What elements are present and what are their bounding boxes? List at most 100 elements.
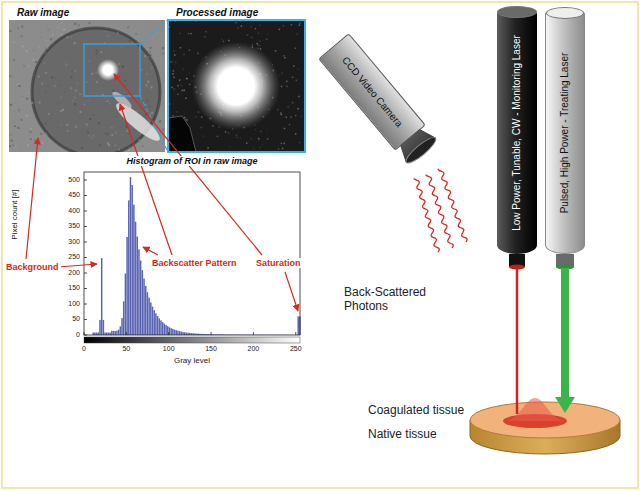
noise-speck: [45, 72, 47, 74]
noise-speck: [290, 116, 292, 118]
noise-speck: [259, 147, 261, 149]
noise-speck: [180, 47, 182, 49]
noise-speck: [71, 20, 73, 22]
noise-speck: [136, 110, 138, 112]
noise-speck: [283, 25, 285, 27]
noise-speck: [115, 116, 117, 118]
noise-speck: [259, 41, 261, 43]
histogram-bar: [174, 330, 176, 335]
noise-speck: [33, 49, 35, 51]
noise-speck: [60, 85, 62, 87]
noise-speck: [50, 38, 52, 40]
noise-speck: [40, 36, 42, 38]
noise-speck: [21, 98, 23, 100]
noise-speck: [281, 73, 283, 75]
noise-speck: [76, 82, 78, 84]
tick-label: 250: [290, 345, 302, 353]
noise-speck: [62, 109, 64, 111]
noise-speck: [151, 67, 153, 69]
noise-speck: [251, 138, 253, 140]
noise-speck: [40, 133, 42, 135]
noise-speck: [35, 42, 37, 44]
noise-speck: [173, 77, 175, 79]
noise-speck: [125, 80, 127, 82]
noise-speck: [295, 133, 297, 135]
tick-mark: [84, 304, 87, 305]
histogram-bar: [160, 320, 162, 335]
noise-speck: [148, 56, 150, 58]
noise-speck: [83, 41, 85, 43]
histogram-bar: [99, 320, 101, 335]
noise-speck: [88, 60, 90, 62]
histogram-bar: [120, 326, 122, 335]
noise-speck: [15, 145, 17, 147]
noise-speck: [185, 97, 187, 99]
noise-speck: [107, 142, 109, 144]
noise-speck: [51, 76, 53, 78]
noise-speck: [87, 100, 89, 102]
noise-speck: [111, 134, 113, 136]
tick-label: 200: [68, 269, 80, 277]
noise-speck: [51, 34, 53, 36]
noise-speck: [108, 144, 110, 146]
noise-speck: [195, 116, 197, 118]
noise-speck: [21, 35, 23, 37]
noise-speck: [129, 40, 131, 42]
noise-speck: [144, 55, 146, 57]
noise-speck: [188, 33, 190, 35]
tissue-label: Coagulated tissue: [368, 404, 464, 418]
noise-speck: [26, 50, 28, 52]
panel-heading: Processed image: [176, 7, 297, 19]
tick-mark: [84, 195, 87, 196]
noise-speck: [162, 112, 164, 114]
noise-speck: [95, 71, 97, 73]
noise-speck: [92, 135, 94, 137]
noise-speck: [10, 134, 12, 136]
histogram-bar: [123, 301, 125, 335]
noise-speck: [70, 87, 72, 89]
noise-speck: [91, 73, 93, 75]
raw-image-spot: [97, 59, 119, 81]
tick-label: 150: [205, 345, 217, 353]
processed-image: [168, 20, 305, 152]
noise-speck: [73, 71, 75, 73]
histogram-bar: [133, 205, 135, 335]
tick-mark: [168, 332, 169, 335]
noise-speck: [255, 129, 257, 131]
noise-speck: [98, 122, 100, 124]
histogram-bar: [170, 328, 172, 335]
histogram-bar: [121, 318, 123, 335]
noise-speck: [79, 126, 81, 128]
noise-speck: [47, 29, 49, 31]
noise-speck: [106, 133, 108, 135]
noise-speck: [151, 112, 153, 114]
raw-image: [9, 20, 165, 152]
noise-speck: [171, 87, 173, 89]
noise-speck: [267, 138, 269, 140]
noise-speck: [189, 84, 191, 86]
noise-speck: [11, 140, 13, 142]
noise-speck: [28, 65, 30, 67]
noise-speck: [117, 32, 119, 34]
noise-speck: [13, 41, 15, 43]
noise-speck: [277, 109, 279, 111]
noise-speck: [258, 45, 260, 47]
noise-speck: [179, 33, 181, 35]
noise-speck: [189, 49, 191, 51]
noise-speck: [86, 81, 88, 83]
noise-speck: [30, 138, 32, 140]
noise-speck: [23, 65, 25, 67]
noise-speck: [84, 27, 86, 29]
noise-speck: [41, 94, 43, 96]
zoom-line: [140, 20, 168, 44]
noise-speck: [283, 143, 285, 145]
noise-speck: [174, 88, 176, 90]
noise-speck: [275, 50, 277, 52]
noise-speck: [65, 72, 67, 74]
noise-speck: [205, 31, 207, 32]
noise-speck: [250, 26, 252, 28]
noise-speck: [75, 90, 77, 92]
noise-speck: [243, 26, 245, 28]
noise-speck: [183, 54, 185, 56]
chart-title: Histogram of ROI in raw image: [124, 156, 259, 166]
